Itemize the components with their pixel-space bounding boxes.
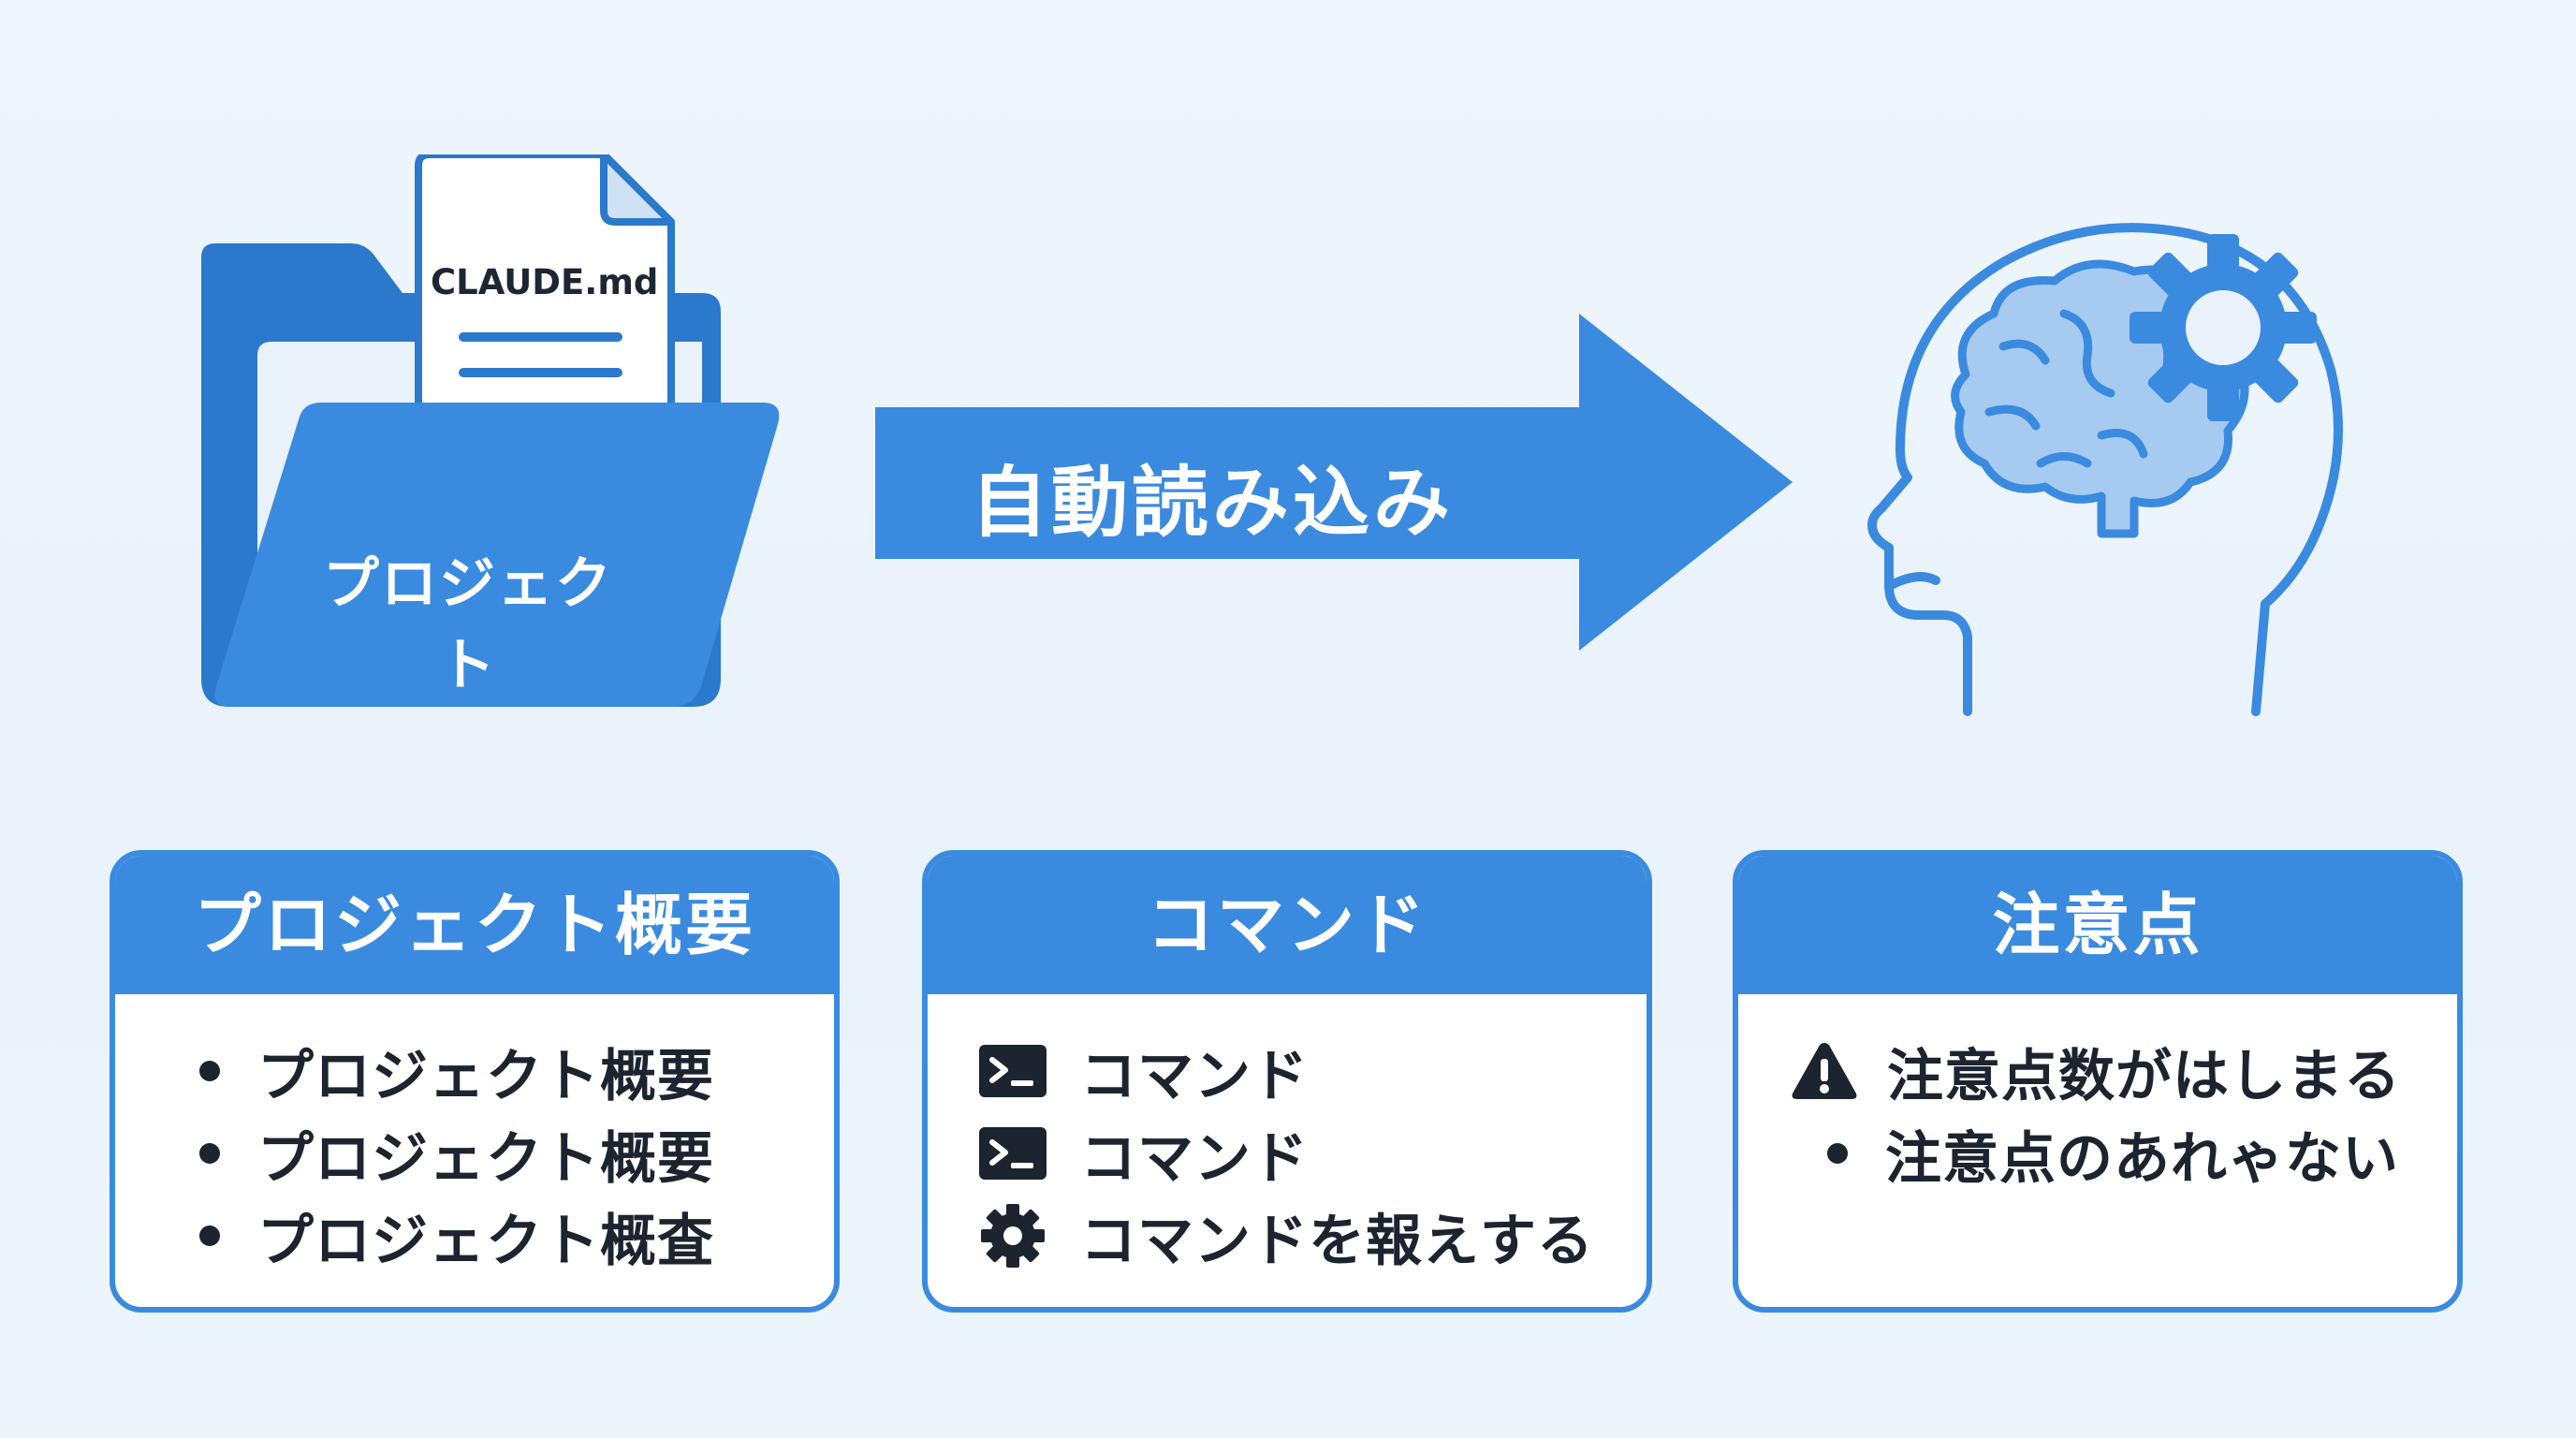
card-notes: 注意点 注意点数がはしまる 注意点のあれゃない — [1733, 850, 2463, 1313]
brain-head-icon — [1867, 223, 2343, 716]
card-title: 注意点 — [1738, 856, 2457, 994]
list-item-text: プロジェクト概要 — [257, 1125, 714, 1192]
folder-icon — [201, 154, 780, 707]
bullet-icon — [199, 1225, 220, 1246]
warning-icon — [1790, 1040, 1859, 1102]
folder-label: プロジェクト — [323, 551, 613, 698]
list-item-text: プロジェクト概査 — [257, 1208, 714, 1274]
arrow-right-icon — [875, 314, 1793, 651]
list-item: 注意点数がはしまる — [1790, 1030, 2457, 1112]
card-title: コマンド — [928, 856, 1647, 994]
card-commands: コマンド コマンド — [922, 850, 1652, 1313]
list-item-text: 注意点のあれゃない — [1885, 1125, 2399, 1192]
list-item: コマンドを報えする — [979, 1195, 1647, 1277]
list-item-text: プロジェクト概要 — [257, 1043, 714, 1109]
list-item-text: 注意点数がはしまる — [1887, 1043, 2401, 1109]
list-item: プロジェクト概要 — [199, 1112, 834, 1195]
card-project-overview: プロジェクト概要 プロジェクト概要 プロジェクト概要 プロジェクト概査 — [110, 850, 840, 1313]
auto-load-arrow: 自動読み込み — [875, 314, 1793, 651]
list-item: コマンド — [979, 1112, 1647, 1195]
ai-head — [1863, 211, 2359, 721]
list-item-text: コマンドを報えする — [1080, 1208, 1594, 1274]
card-title: プロジェクト概要 — [115, 856, 834, 994]
list-item-text: コマンド — [1080, 1043, 1309, 1109]
list-item-text: コマンド — [1080, 1125, 1309, 1192]
list-item: プロジェクト概査 — [199, 1195, 834, 1277]
gear-icon — [979, 1202, 1046, 1269]
bullet-icon — [199, 1061, 220, 1081]
bullet-icon — [1827, 1143, 1848, 1164]
arrow-label: 自動読み込み — [970, 459, 1454, 548]
list-item: コマンド — [979, 1030, 1647, 1112]
project-folder: CLAUDE.md プロジェクト — [192, 154, 800, 721]
gear-icon — [2130, 234, 2317, 421]
list-item: 注意点のあれゃない — [1790, 1112, 2457, 1195]
bullet-icon — [199, 1143, 220, 1164]
document-name: CLAUDE.md — [431, 262, 659, 302]
terminal-icon — [979, 1127, 1046, 1180]
list-item: プロジェクト概要 — [199, 1030, 834, 1112]
terminal-icon — [979, 1045, 1046, 1097]
